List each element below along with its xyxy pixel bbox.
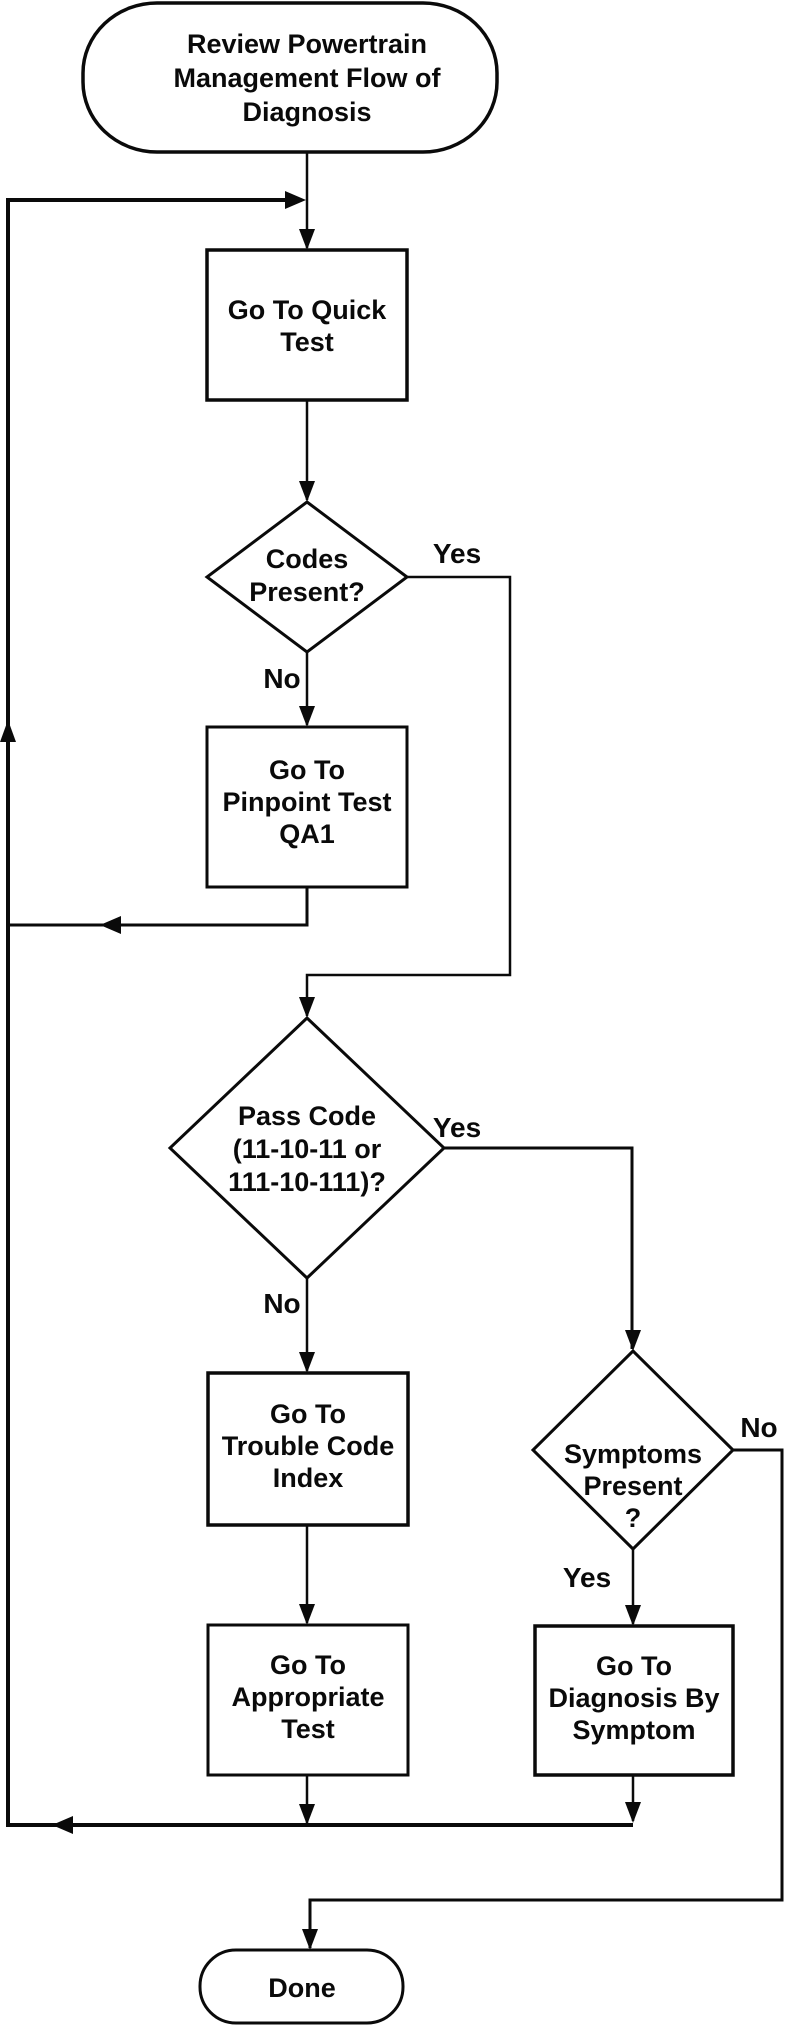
process-diagnosis-by-symptom-label-line3: Symptom — [572, 1715, 695, 1745]
process-appropriate-test-label-line1: Go To — [270, 1650, 346, 1680]
decision-codes-present-shape — [204, 500, 410, 654]
decision-symptoms-present-label-line3: ? — [625, 1503, 642, 1533]
connector-symptoms-no-to-done — [302, 1448, 784, 1950]
edge-label-symptoms-present-yes: Yes — [563, 1562, 611, 1593]
decision-codes-present-label-line2: Present? — [249, 577, 365, 607]
arrowhead-down-codes-present — [299, 481, 315, 502]
process-quick-test-shape — [205, 248, 409, 402]
arrowhead-down-done — [302, 1929, 318, 1950]
process-diagnosis-by-symptom-label-line2: Diagnosis By — [548, 1683, 719, 1713]
process-appropriate-test-label-line3: Test — [281, 1714, 335, 1744]
feedback-line-left-vertical — [0, 198, 16, 1827]
process-pinpoint-test-label-line1: Go To — [269, 755, 345, 785]
process-pinpoint-test-label-line2: Pinpoint Test — [223, 787, 392, 817]
arrowhead-left-bottom-feedback — [52, 1816, 73, 1834]
process-quick-test-label-line2: Test — [280, 327, 334, 357]
process-diagnosis-by-symptom: Go To Diagnosis By Symptom — [533, 1624, 735, 1777]
feedback-line-top — [6, 191, 306, 209]
connector-quick-test-to-codes-present — [299, 400, 315, 502]
connector-trouble-to-appropriate — [299, 1525, 315, 1625]
decision-pass-code-label-line2: (11-10-11 or — [233, 1134, 382, 1164]
connector-start-to-quick-test — [299, 152, 315, 250]
feedback-line-bottom-convergence — [6, 1816, 633, 1834]
process-trouble-code-index-label-line2: Trouble Code — [222, 1431, 395, 1461]
process-diagnosis-by-symptom-label-line1: Go To — [596, 1651, 672, 1681]
decision-pass-code-shape — [167, 1015, 447, 1281]
process-appropriate-test-shape — [206, 1623, 410, 1777]
connector-diagnosis-to-convergence — [625, 1775, 641, 1823]
terminator-start: Review Powertrain Management Flow of Dia… — [81, 1, 499, 154]
process-trouble-code-index-label-line1: Go To — [270, 1399, 346, 1429]
terminator-start-label-line3: Diagnosis — [242, 97, 371, 127]
arrowhead-down-diagnosis — [625, 1605, 641, 1626]
connector-appropriate-to-convergence — [299, 1775, 315, 1825]
process-quick-test-label-line1: Go To Quick — [228, 295, 387, 325]
decision-pass-code-label-line1: Pass Code — [238, 1101, 376, 1131]
process-pinpoint-test: Go To Pinpoint Test QA1 — [205, 725, 409, 889]
terminator-done: Done — [198, 1948, 405, 2025]
edge-label-codes-present-no: No — [263, 663, 300, 694]
terminator-start-shape — [81, 1, 499, 154]
arrowhead-down-symptoms-present — [625, 1330, 641, 1351]
process-pinpoint-test-shape — [205, 725, 409, 889]
connector-pass-code-no — [299, 1278, 315, 1373]
decision-pass-code-label-line3: 111-10-111)? — [228, 1167, 386, 1197]
connector-pass-code-yes — [444, 1146, 641, 1351]
arrowhead-down-pass-code — [299, 997, 315, 1018]
arrowhead-down-appropriate-test — [299, 1604, 315, 1625]
decision-pass-code: Pass Code (11-10-11 or 111-10-111)? — [167, 1015, 447, 1281]
process-appropriate-test-label-line2: Appropriate — [231, 1682, 384, 1712]
terminator-done-shape — [198, 1948, 405, 2025]
terminator-start-label-line2: Management Flow of — [173, 63, 441, 93]
process-trouble-code-index-label-line3: Index — [273, 1463, 344, 1493]
decision-symptoms-present-shape — [530, 1348, 736, 1552]
process-trouble-code-index: Go To Trouble Code Index — [206, 1371, 410, 1527]
arrowhead-right-top-junction — [285, 191, 306, 209]
decision-symptoms-present-label-line2: Present — [583, 1471, 682, 1501]
connector-symptoms-yes — [625, 1549, 641, 1626]
edge-label-pass-code-yes: Yes — [433, 1112, 481, 1143]
decision-symptoms-present: Symptoms Present ? — [530, 1348, 736, 1552]
process-appropriate-test: Go To Appropriate Test — [206, 1623, 410, 1777]
decision-codes-present: Codes Present? — [204, 500, 410, 654]
arrowhead-left-pinpoint-feedback — [100, 916, 121, 934]
arrowhead-down-pinpoint-test — [299, 706, 315, 727]
process-trouble-code-index-shape — [206, 1371, 410, 1527]
process-quick-test: Go To Quick Test — [205, 248, 409, 402]
edge-label-pass-code-no: No — [263, 1288, 300, 1319]
decision-codes-present-label-line1: Codes — [266, 544, 349, 574]
decision-symptoms-present-label-line1: Symptoms — [564, 1439, 702, 1469]
connector-codes-present-no — [299, 652, 315, 727]
connector-codes-present-yes — [299, 575, 512, 1018]
process-pinpoint-test-label-line3: QA1 — [279, 819, 335, 849]
edge-label-symptoms-present-no: No — [740, 1412, 777, 1443]
terminator-done-label: Done — [268, 1973, 336, 2003]
arrowhead-down-quick-test — [299, 229, 315, 250]
arrowhead-down-convergence-left — [299, 1804, 315, 1825]
process-diagnosis-by-symptom-shape — [533, 1624, 735, 1777]
arrowhead-up-left-line — [0, 720, 16, 742]
connector-pinpoint-feedback — [10, 887, 309, 934]
arrowhead-down-trouble-code — [299, 1352, 315, 1373]
arrowhead-down-convergence-right — [625, 1802, 641, 1823]
edge-label-codes-present-yes: Yes — [433, 538, 481, 569]
terminator-start-label-line1: Review Powertrain — [187, 29, 427, 59]
